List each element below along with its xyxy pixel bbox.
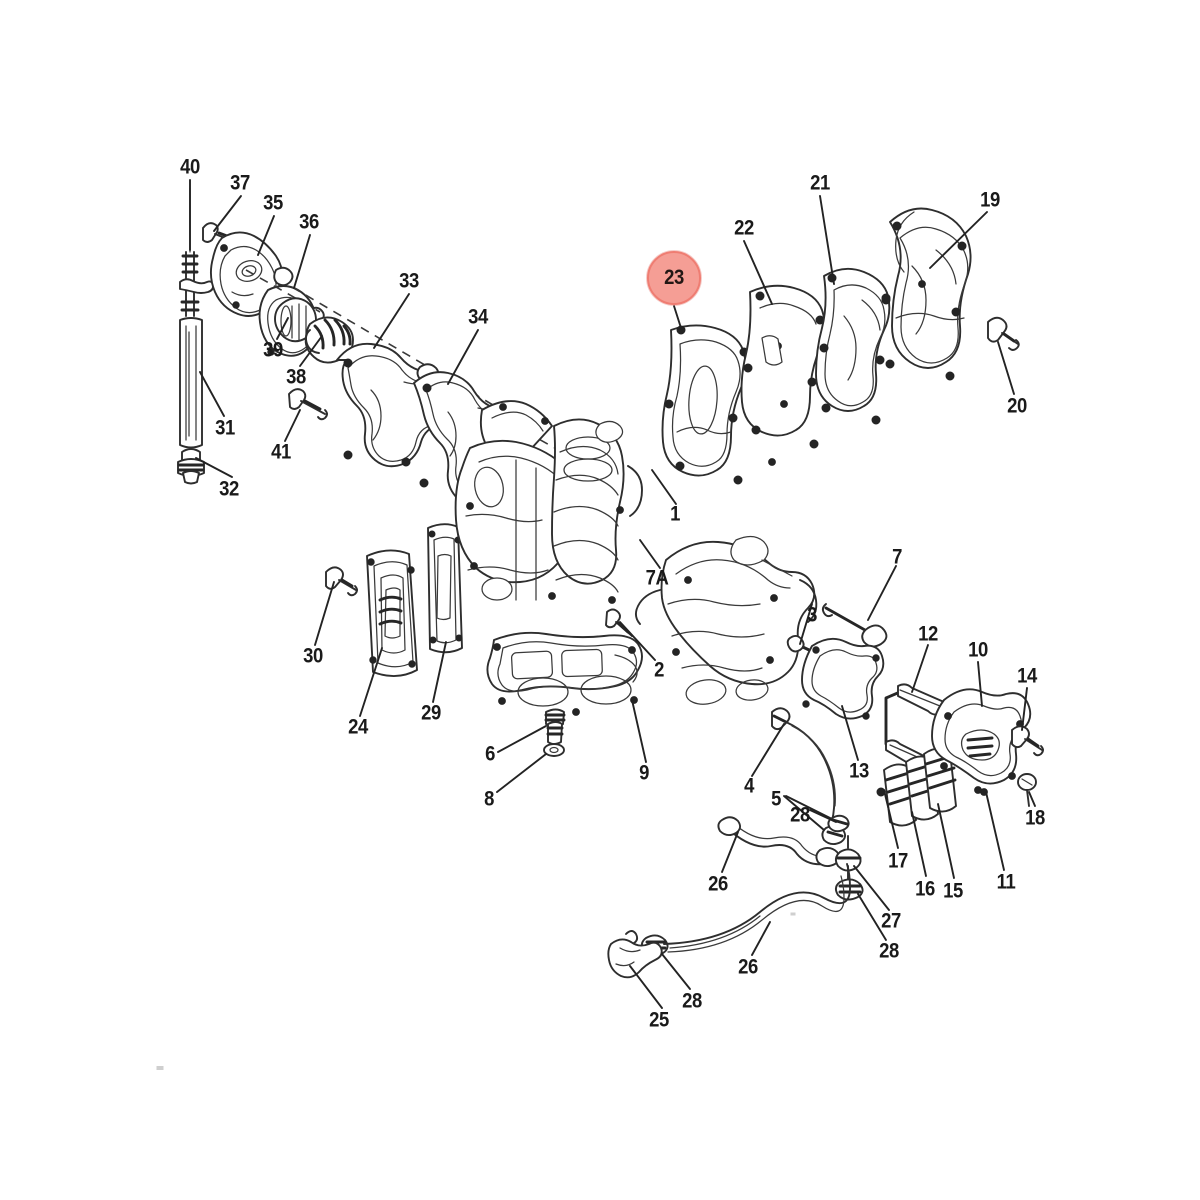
callout-label-30[interactable]: 30 <box>303 644 323 668</box>
callout-label-35[interactable]: 35 <box>263 191 283 215</box>
scan-speck-0 <box>156 1066 164 1070</box>
part-22-exhaust-plate <box>740 284 826 466</box>
part-31-dipstick-tube <box>179 317 203 449</box>
callout-label-38[interactable]: 38 <box>286 365 306 389</box>
callout-label-26[interactable]: 26 <box>708 872 728 896</box>
callout-label-33[interactable]: 33 <box>399 269 419 293</box>
callout-label-26[interactable]: 26 <box>738 955 758 979</box>
callout-label-13[interactable]: 13 <box>849 759 869 783</box>
callout-label-7a[interactable]: 7A <box>645 566 669 590</box>
highlight-number: 23 <box>664 266 684 289</box>
part-28-clamp-a <box>827 814 850 833</box>
callout-label-39[interactable]: 39 <box>263 338 283 362</box>
part-26-fuel-hose-lower <box>663 863 851 953</box>
part-8-washer <box>543 743 565 757</box>
callout-label-8[interactable]: 8 <box>484 787 494 811</box>
part-4-fitting <box>771 707 791 731</box>
callout-label-10[interactable]: 10 <box>968 638 988 662</box>
callout-label-20[interactable]: 20 <box>1007 394 1027 418</box>
part-19-cylinder-head-cover <box>881 207 972 381</box>
callout-label-28[interactable]: 28 <box>790 803 810 827</box>
callout-label-31[interactable]: 31 <box>215 416 235 440</box>
part-26-fuel-hose-upper <box>717 816 841 868</box>
part-2-dowel-pin <box>605 608 633 637</box>
highlighted-callout-23[interactable]: 23 <box>647 251 701 305</box>
callout-label-40[interactable]: 40 <box>180 155 200 179</box>
part-21-cylinder-head-gasket <box>815 267 891 425</box>
callout-label-9[interactable]: 9 <box>639 761 649 785</box>
callout-label-2[interactable]: 2 <box>654 658 664 682</box>
callout-label-19[interactable]: 19 <box>980 188 1000 212</box>
part-35-thermostat-cover <box>209 231 294 317</box>
callout-label-5[interactable]: 5 <box>771 787 781 811</box>
part-29-exhaust-gasket <box>427 523 463 654</box>
callout-label-7[interactable]: 7 <box>892 545 902 569</box>
part-13-reed-block-gasket <box>801 637 885 720</box>
part-20-bolt <box>987 316 1020 351</box>
part-18-screw <box>1017 773 1037 807</box>
callout-label-11[interactable]: 11 <box>996 870 1016 894</box>
callout-label-21[interactable]: 21 <box>810 171 830 195</box>
callout-label-37[interactable]: 37 <box>230 171 250 195</box>
callout-label-41[interactable]: 41 <box>271 440 291 464</box>
callout-label-14[interactable]: 14 <box>1017 664 1037 688</box>
part-6-bolt <box>544 708 566 745</box>
part-40-dipstick <box>179 187 215 317</box>
callout-label-17[interactable]: 17 <box>888 849 908 873</box>
callout-label-36[interactable]: 36 <box>299 210 319 234</box>
part-25-fuel-connector <box>607 930 663 979</box>
leader-lines <box>189 179 1036 1009</box>
callout-label-25[interactable]: 25 <box>649 1008 669 1032</box>
part-41-bolt <box>288 388 328 421</box>
scan-speck-1 <box>790 912 796 916</box>
callout-label-4[interactable]: 4 <box>744 774 754 798</box>
callout-label-29[interactable]: 29 <box>421 701 441 725</box>
callout-label-28[interactable]: 28 <box>682 989 702 1013</box>
callout-label-1[interactable]: 1 <box>670 502 680 526</box>
callout-label-24[interactable]: 24 <box>348 715 368 739</box>
callout-label-32[interactable]: 32 <box>219 477 239 501</box>
part-7-bolt-long <box>821 603 888 648</box>
part-9-crankcase-gasket <box>486 631 643 716</box>
callout-label-15[interactable]: 15 <box>943 879 963 903</box>
callout-label-27[interactable]: 27 <box>881 909 901 933</box>
callout-label-16[interactable]: 16 <box>915 877 935 901</box>
part-14-bolt <box>1011 725 1044 757</box>
part-30-bolt <box>325 566 358 597</box>
part-1-cylinder-block <box>454 400 643 604</box>
callout-label-22[interactable]: 22 <box>734 216 754 240</box>
part-32-plug <box>177 448 205 485</box>
callout-label-28[interactable]: 28 <box>879 939 899 963</box>
part-24-exhaust-cover <box>366 549 418 677</box>
callout-label-3[interactable]: 3 <box>807 603 817 627</box>
part-23-exhaust-cover-gasket <box>661 324 749 485</box>
callout-label-6[interactable]: 6 <box>485 742 495 766</box>
callout-label-18[interactable]: 18 <box>1025 806 1045 830</box>
callout-label-34[interactable]: 34 <box>468 305 488 329</box>
highlight-leader <box>673 305 682 329</box>
highlight-disc <box>647 251 701 305</box>
callout-label-12[interactable]: 12 <box>918 622 938 646</box>
part-10-reed-block-cover <box>931 688 1032 794</box>
